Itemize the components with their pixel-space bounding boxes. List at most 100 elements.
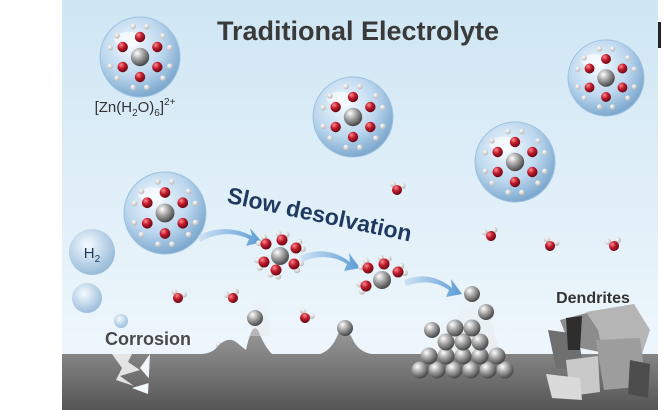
water-molecule (171, 288, 188, 303)
deposited-zinc-atom (428, 361, 446, 379)
water-molecule (544, 236, 560, 251)
hydrogen-atom (535, 138, 541, 144)
hydrogen-atom (631, 84, 637, 90)
oxygen-atom (258, 256, 270, 268)
oxygen-atom (300, 313, 310, 323)
hydrogen-atom (144, 23, 150, 30)
hydrogen-atom (343, 144, 349, 151)
arrow-step-3 (404, 276, 462, 297)
oxygen-atom (509, 176, 521, 188)
oxygen-atom (228, 293, 238, 303)
hydrogen-atom (489, 138, 495, 144)
hydrogen-atom (625, 95, 631, 101)
hydrogen-bubbles: H2 (69, 229, 128, 328)
oxygen-atom (362, 262, 374, 274)
deposited-zinc-atom (420, 347, 438, 365)
zinc-atom (247, 310, 263, 326)
hydrogen-atom (379, 123, 386, 130)
hydrogen-atom (131, 219, 138, 226)
deposited-zinc-atom (446, 319, 464, 337)
corrosion-label: Corrosion (105, 329, 191, 349)
hydrogen-atom (185, 188, 192, 195)
hydrogen-atom (160, 75, 166, 81)
zinc-deposit-pile (411, 319, 514, 379)
oxygen-atom (509, 136, 521, 148)
oxygen-atom (288, 258, 300, 270)
deposited-zinc-atom (496, 361, 514, 379)
deposited-zinc-atom (462, 361, 480, 379)
hydrogen-atom (192, 200, 199, 207)
arrow-step-1 (198, 228, 262, 246)
hydrogen-atom (553, 240, 560, 247)
hydrogen-atom (320, 123, 327, 130)
oxygen-atom (601, 54, 611, 64)
oxygen-atom (330, 121, 341, 133)
hydrogen-atom (535, 180, 541, 186)
deposited-zinc-atom (471, 347, 489, 365)
dendrite-plate-8 (566, 316, 582, 350)
water-molecule (300, 308, 315, 323)
desolvating-cluster (356, 254, 408, 295)
corrosion-pit (112, 354, 140, 386)
hydrogen-atom (358, 264, 365, 271)
oxygen-atom (152, 41, 163, 53)
oxygen-atom (134, 31, 146, 43)
hydrogen-atom (581, 55, 587, 61)
hydrogen-atom (169, 178, 175, 185)
deposited-zinc-atom (411, 361, 429, 379)
hydrogen-atom (232, 288, 239, 295)
oxygen-atom (584, 63, 595, 74)
hydrogen-atom (482, 168, 489, 175)
hydrogen-atom (505, 189, 511, 196)
solvated-complexes (99, 16, 645, 255)
zinc-ion (505, 152, 525, 172)
hydrogen-atom (491, 226, 498, 233)
oxygen-atom (392, 266, 404, 278)
oxygen-atom (117, 41, 128, 53)
zinc-dendrites (546, 304, 650, 400)
dendrite-plate-7 (628, 360, 650, 398)
hydrogen-atom (505, 128, 511, 135)
hydrogen-atom (308, 313, 315, 320)
hydrogen-atom (489, 180, 495, 186)
oxygen-atom (360, 280, 372, 292)
oxygen-atom (141, 217, 153, 229)
oxygen-atom (330, 101, 341, 113)
hydrogen-atom (166, 44, 173, 51)
hydrogen-atom (160, 33, 166, 39)
diagram-title: Traditional Electrolyte (217, 16, 499, 46)
hydrogen-atom (373, 93, 379, 99)
oxygen-atom (545, 241, 555, 251)
hydrogen-atom (171, 288, 178, 295)
hydrogen-atom (138, 231, 145, 238)
oxygen-atom (492, 146, 503, 158)
oxygen-atom (584, 82, 595, 93)
oxygen-atom (177, 197, 189, 209)
deposited-zinc-atom (454, 347, 472, 365)
hydrogen-atom (107, 63, 114, 70)
solvated-zinc-complex (99, 16, 181, 98)
oxygen-atom (492, 166, 503, 178)
zinc-ion (155, 203, 175, 223)
desolvation-arrows (198, 228, 462, 297)
hydrogen-atom (481, 229, 488, 236)
oxygen-atom (177, 217, 189, 229)
oxygen-atom (159, 228, 171, 239)
oxygen-atom (617, 63, 628, 74)
zinc-atom (478, 304, 494, 320)
water-molecule (223, 288, 239, 303)
edge-mark (658, 22, 661, 48)
oxygen-atom (117, 61, 128, 73)
hydrogen-atom (114, 75, 120, 81)
water-molecule (605, 237, 622, 251)
hydrogen-atom (541, 149, 548, 156)
hydrogen-atom (596, 46, 603, 52)
oxygen-atom (365, 101, 376, 113)
h2-bubble-small (114, 314, 128, 328)
hydrogen-atom (343, 83, 349, 90)
hydrogen-atom (131, 200, 138, 207)
zinc-ion (343, 107, 363, 127)
deposited-zinc-atom (454, 333, 472, 351)
